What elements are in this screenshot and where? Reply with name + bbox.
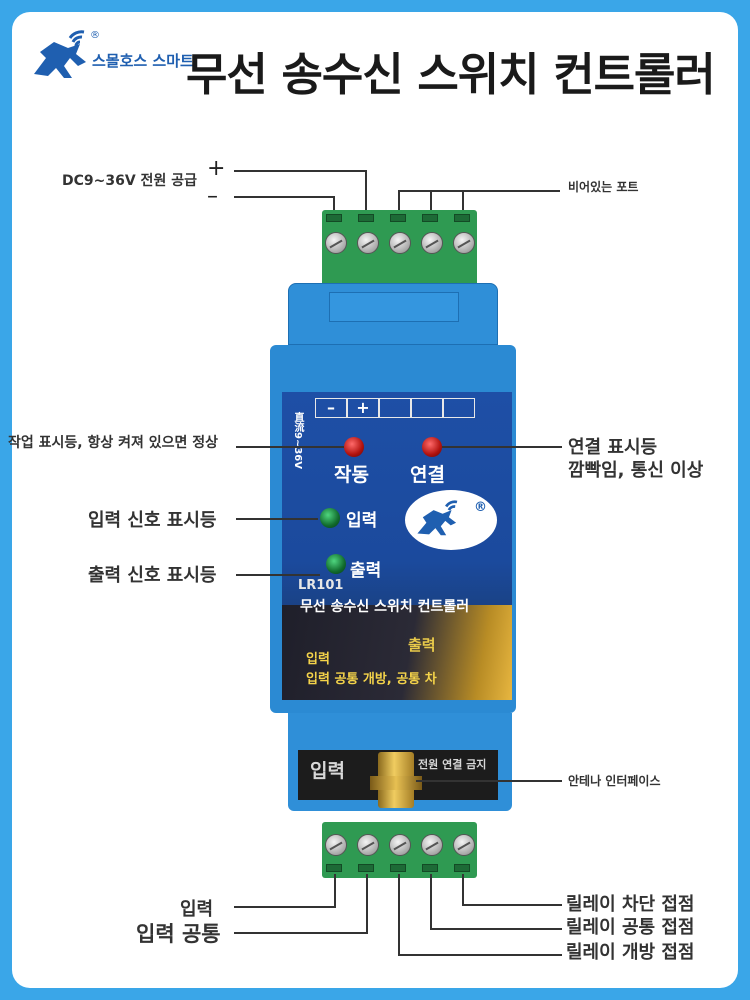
output-signal-label: 출력 신호 표시등 bbox=[88, 565, 217, 586]
output-leader bbox=[236, 574, 320, 576]
horse-logo-icon bbox=[34, 30, 86, 78]
grid-plus: + bbox=[347, 398, 379, 418]
top-screw-1 bbox=[325, 232, 347, 254]
top-slot-2 bbox=[358, 214, 374, 222]
bottom-input-label: 입력 bbox=[310, 760, 345, 782]
link-led bbox=[422, 437, 442, 457]
top-slot-3 bbox=[390, 214, 406, 222]
input-terminal-leader-v bbox=[334, 874, 336, 908]
input-led-label: 입력 bbox=[346, 511, 378, 531]
empty-port-label: 비어있는 포트 bbox=[568, 180, 639, 194]
relay-nc-label: 릴레이 차단 접점 bbox=[566, 894, 695, 915]
bottom-slot-3 bbox=[390, 864, 406, 872]
bottom-screw-3 bbox=[389, 834, 411, 856]
device-top-housing bbox=[288, 283, 498, 345]
bottom-screw-2 bbox=[357, 834, 379, 856]
bottom-screw-1 bbox=[325, 834, 347, 856]
device-panel-lower bbox=[282, 605, 512, 700]
work-leader bbox=[236, 446, 344, 448]
input-led bbox=[320, 508, 340, 528]
plus-leader-h bbox=[234, 170, 366, 172]
model-description: 무선 송수신 스위치 컨트롤러 bbox=[300, 599, 470, 615]
work-led bbox=[344, 437, 364, 457]
input-terminal-leader-h bbox=[234, 906, 335, 908]
link-led-label: 연결 bbox=[410, 464, 445, 486]
relay-nc-leader-h bbox=[462, 904, 562, 906]
input-terminal-label: 입력 bbox=[180, 899, 214, 920]
grid-empty-1 bbox=[379, 398, 411, 418]
model-number: LR101 bbox=[298, 578, 344, 593]
bottom-slot-5 bbox=[454, 864, 470, 872]
panel-input-label: 입력 bbox=[306, 652, 330, 667]
top-slot-4 bbox=[422, 214, 438, 222]
relay-com-label: 릴레이 공통 접점 bbox=[566, 917, 695, 938]
input-common-leader-h bbox=[234, 932, 367, 934]
panel-output-label: 출력 bbox=[408, 636, 436, 654]
vertical-voltage-label: 直流9~36V bbox=[292, 412, 303, 469]
empty-port-leader-v2 bbox=[430, 190, 432, 212]
empty-port-leader-h bbox=[398, 190, 560, 192]
relay-nc-leader-v bbox=[462, 874, 464, 906]
logo-brand-name: 스몰호스 스마트 bbox=[92, 52, 194, 70]
input-signal-label: 입력 신호 표시등 bbox=[88, 510, 217, 531]
empty-port-leader-v1 bbox=[398, 190, 400, 212]
relay-no-leader-h bbox=[398, 954, 562, 956]
input-leader bbox=[236, 518, 318, 520]
link-indicator-label-2: 깜빡임, 통신 이상 bbox=[568, 460, 704, 481]
link-indicator-label-1: 연결 표시등 bbox=[568, 437, 658, 458]
output-led bbox=[326, 554, 346, 574]
device-horse-icon bbox=[417, 500, 458, 536]
grid-minus: – bbox=[315, 398, 347, 418]
work-led-label: 작동 bbox=[334, 464, 369, 486]
top-slot-1 bbox=[326, 214, 342, 222]
relay-no-leader-v bbox=[398, 874, 400, 956]
bottom-slot-1 bbox=[326, 864, 342, 872]
bottom-screw-5 bbox=[453, 834, 475, 856]
minus-leader-h bbox=[234, 196, 334, 198]
relay-com-leader-h bbox=[430, 928, 562, 930]
input-common-terminal-label: 입력 공통 bbox=[136, 922, 221, 946]
polarity-grid: – + bbox=[315, 398, 475, 418]
top-screw-3 bbox=[389, 232, 411, 254]
empty-port-leader-v3 bbox=[462, 190, 464, 212]
top-slot-5 bbox=[454, 214, 470, 222]
relay-com-leader-v bbox=[430, 874, 432, 930]
grid-empty-3 bbox=[443, 398, 475, 418]
power-supply-label: DC9~36V 전원 공급 bbox=[62, 173, 197, 189]
minus-sign: – bbox=[207, 184, 218, 209]
output-led-label: 출력 bbox=[350, 561, 382, 581]
minus-leader-v bbox=[333, 196, 335, 212]
page-title: 무선 송수신 스위치 컨트롤러 bbox=[186, 48, 716, 101]
relay-no-label: 릴레이 개방 접점 bbox=[566, 942, 695, 963]
plus-sign: + bbox=[207, 156, 226, 181]
panel-input-desc: 입력 공통 개방, 공통 차 bbox=[306, 672, 437, 687]
grid-empty-2 bbox=[411, 398, 443, 418]
logo-registered-mark: ® bbox=[90, 30, 100, 41]
bottom-screw-4 bbox=[421, 834, 443, 856]
top-screw-4 bbox=[421, 232, 443, 254]
work-indicator-label: 작업 표시등, 항상 켜져 있으면 정상 bbox=[8, 435, 219, 451]
top-screw-2 bbox=[357, 232, 379, 254]
link-leader bbox=[442, 446, 562, 448]
bottom-slot-4 bbox=[422, 864, 438, 872]
top-screw-5 bbox=[453, 232, 475, 254]
bottom-slot-2 bbox=[358, 864, 374, 872]
antenna-interface-label: 안테나 인터페이스 bbox=[568, 774, 661, 788]
plus-leader-v bbox=[365, 170, 367, 212]
antenna-nut bbox=[370, 776, 422, 790]
input-common-leader-v bbox=[366, 874, 368, 934]
antenna-leader bbox=[416, 780, 562, 782]
device-reg-mark: ® bbox=[474, 500, 487, 515]
bottom-warning-label: 전원 연결 금지 bbox=[418, 758, 487, 771]
